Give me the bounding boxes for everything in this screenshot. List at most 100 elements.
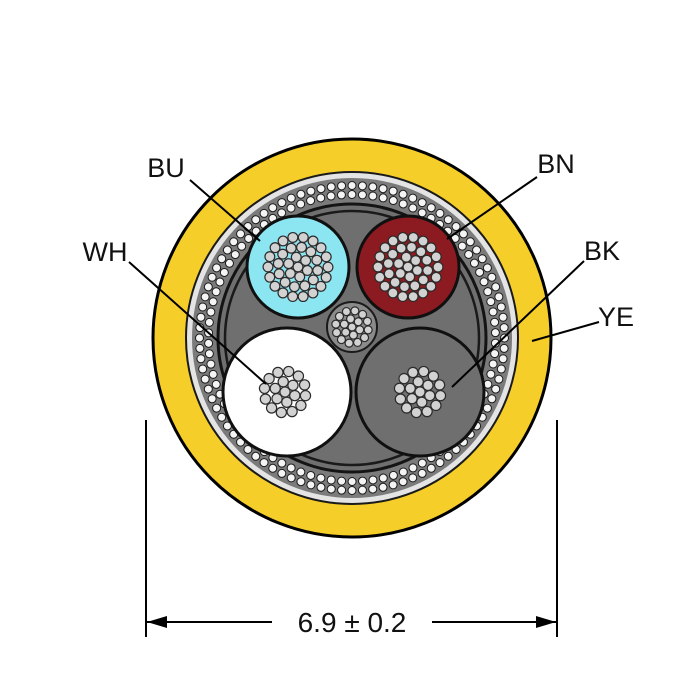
braid-wire: [268, 203, 278, 213]
braid-wire: [277, 458, 287, 468]
braid-wire: [426, 203, 436, 213]
strand-wire: [277, 235, 289, 247]
strand-wire: [350, 306, 360, 316]
braid-wire: [388, 480, 398, 490]
braid-wire: [219, 267, 229, 277]
strand-wire: [277, 376, 289, 388]
strand-wire: [295, 399, 307, 412]
strand-wire: [400, 251, 412, 263]
braid-wire: [217, 254, 227, 264]
braid-wire: [230, 250, 240, 260]
strand-wire: [417, 287, 429, 299]
braid-wire: [368, 475, 378, 485]
braid-wire: [224, 258, 234, 268]
strand-wire: [275, 406, 288, 419]
strand-wire: [287, 379, 299, 392]
braid-wire: [259, 458, 269, 468]
strand-bundle-bu: [262, 231, 334, 303]
strand-wire: [434, 389, 447, 402]
braid-wire: [337, 181, 347, 191]
braid-wire: [378, 184, 388, 194]
strand-wire: [406, 241, 418, 253]
braid-wire: [211, 379, 221, 389]
strand-wire: [407, 366, 419, 379]
leader-line-wh: [128, 261, 267, 385]
strand-wire: [353, 317, 363, 327]
leader-line-bk: [451, 260, 585, 388]
braid-wire: [479, 277, 489, 287]
braid-wire: [472, 245, 482, 255]
strand-wire: [277, 287, 289, 299]
strand-wire: [427, 370, 440, 382]
braid-wire: [490, 338, 500, 348]
braid-wire: [204, 338, 214, 348]
braid-wire: [488, 307, 498, 317]
strand-wire: [421, 254, 433, 266]
strand-wire: [269, 280, 281, 292]
strand-wire: [287, 291, 299, 303]
strand-wire: [394, 393, 407, 405]
strand-wire: [265, 402, 278, 414]
braid-wire: [196, 354, 206, 364]
strand-wire: [430, 271, 442, 283]
strand-bundle-center: [331, 306, 373, 348]
strand-wire: [398, 372, 410, 385]
strand-wire: [406, 392, 418, 405]
braid-wire: [212, 263, 222, 273]
braid-wire: [326, 484, 336, 494]
strand-wire: [397, 231, 409, 243]
strand-wire: [345, 314, 356, 324]
strand-wire: [412, 376, 424, 388]
braid-wire: [417, 208, 427, 218]
strand-wire: [417, 365, 430, 378]
label-bu: BU: [147, 153, 185, 183]
strand-wire: [277, 248, 289, 260]
strand-wire: [382, 257, 394, 269]
braid-wire: [486, 369, 496, 379]
strand-wire: [430, 251, 442, 263]
braid-wire: [388, 186, 398, 196]
braid-wire: [482, 263, 492, 273]
strand-wire: [341, 327, 351, 337]
strand-wire: [430, 399, 442, 412]
braid-wire: [398, 199, 408, 209]
leader-line-bn: [446, 176, 538, 240]
braid-wire: [398, 477, 408, 487]
strand-wire: [273, 268, 285, 280]
braid-wire: [408, 463, 418, 473]
strand-wire: [410, 406, 423, 419]
strand-wire: [352, 337, 363, 348]
braid-wire: [443, 451, 453, 461]
braid-wire: [195, 343, 205, 353]
strand-wire: [374, 271, 386, 283]
braid-wire: [251, 215, 261, 225]
braid-wire: [435, 458, 445, 468]
strand-wire: [331, 327, 342, 338]
braid-wire: [417, 458, 427, 468]
braid-wire: [251, 451, 261, 461]
braid-wire: [198, 364, 208, 374]
strand-wire: [336, 334, 347, 345]
strand-wire: [272, 366, 284, 379]
braid-wire: [487, 272, 497, 282]
braid-wire: [277, 208, 287, 218]
strand-wire: [312, 265, 324, 277]
leader-line-ye: [531, 321, 600, 342]
braid-wire: [286, 203, 296, 213]
strand-wire: [298, 379, 311, 391]
braid-wire: [482, 403, 492, 413]
strand-wire: [299, 280, 311, 292]
braid-wire: [435, 208, 445, 218]
leader-lines: [128, 176, 600, 388]
strand-wire: [357, 309, 368, 320]
braid-wire: [229, 237, 239, 247]
braid-wire: [306, 186, 316, 196]
braid-wire: [236, 229, 246, 239]
braid-wire: [207, 272, 217, 282]
braid-wire: [200, 292, 210, 302]
braid-wire: [347, 477, 357, 486]
strand-wire: [315, 280, 327, 292]
strand-wire: [341, 306, 352, 317]
strand-wire: [307, 287, 319, 299]
